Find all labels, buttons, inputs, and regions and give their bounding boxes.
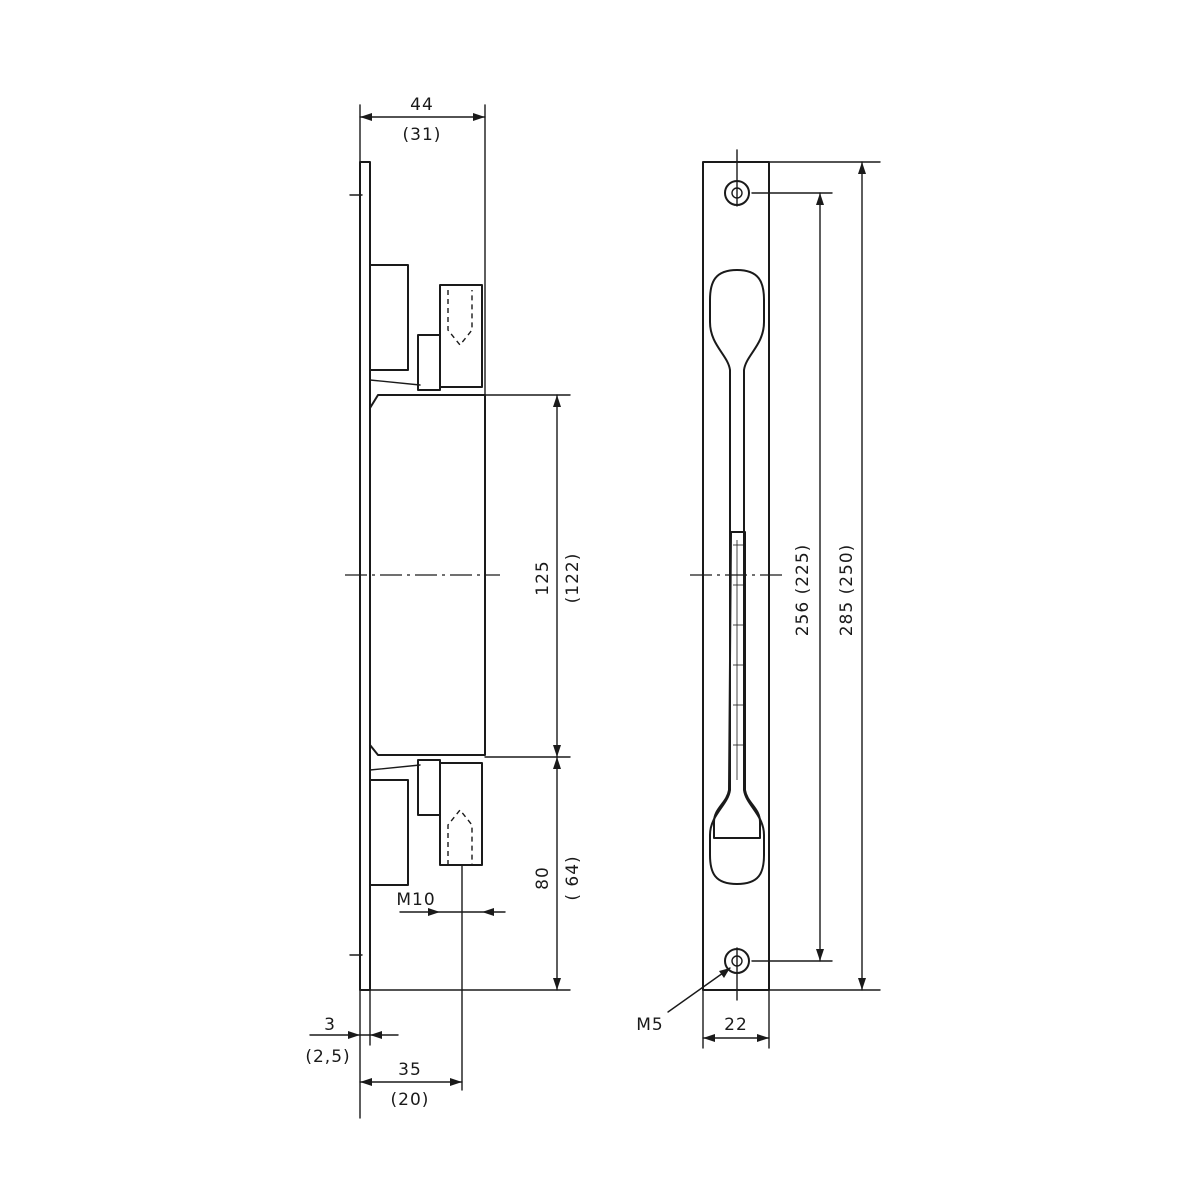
dim-label-285: 285 (250) [837,544,857,637]
dim-label-2-5: (2,5) [305,1047,350,1067]
side-upper-block [369,264,409,371]
dim-label-44: 44 [410,95,434,115]
front-face-plate [702,161,770,991]
dim-screw-m5: M5 [636,967,731,1035]
dim-label-m10: M10 [396,890,435,910]
side-lower-bolt [439,762,483,866]
dim-plate-length: 285 (250) [768,161,881,991]
dim-overall-width: 44 (31) [359,95,486,396]
dim-label-31: (31) [403,125,442,145]
dim-label-64: ( 64) [563,855,583,900]
side-lower-block [369,779,409,886]
side-upper-small-block [417,334,441,391]
dim-label-3: 3 [324,1015,336,1035]
front-slot [709,269,765,885]
dim-vertical-side: 125 (122) 80 ( 64) [369,394,583,991]
dim-label-125: 125 [533,560,553,595]
dim-label-122: (122) [563,553,583,604]
dim-label-80: 80 [533,866,553,890]
dim-thread-m10: M10 [396,890,506,916]
dim-label-35: 35 [398,1060,422,1080]
side-lower-small-block [417,759,441,816]
dim-label-20: (20) [391,1090,430,1110]
dim-label-m5: M5 [636,1015,663,1035]
dim-plate-width: 22 [702,989,770,1049]
side-upper-bolt [439,284,483,388]
front-bolt [713,531,761,839]
side-face-plate [359,161,371,991]
front-view [690,149,785,1001]
dim-label-22: 22 [724,1015,748,1035]
side-view [345,161,500,1091]
dim-hole-spacing: 256 (225) [751,192,833,962]
dim-backset: 35 (20) [359,1060,463,1110]
dim-label-256: 256 (225) [793,544,813,637]
dim-plate-thickness: 3 (2,5) [305,989,399,1119]
